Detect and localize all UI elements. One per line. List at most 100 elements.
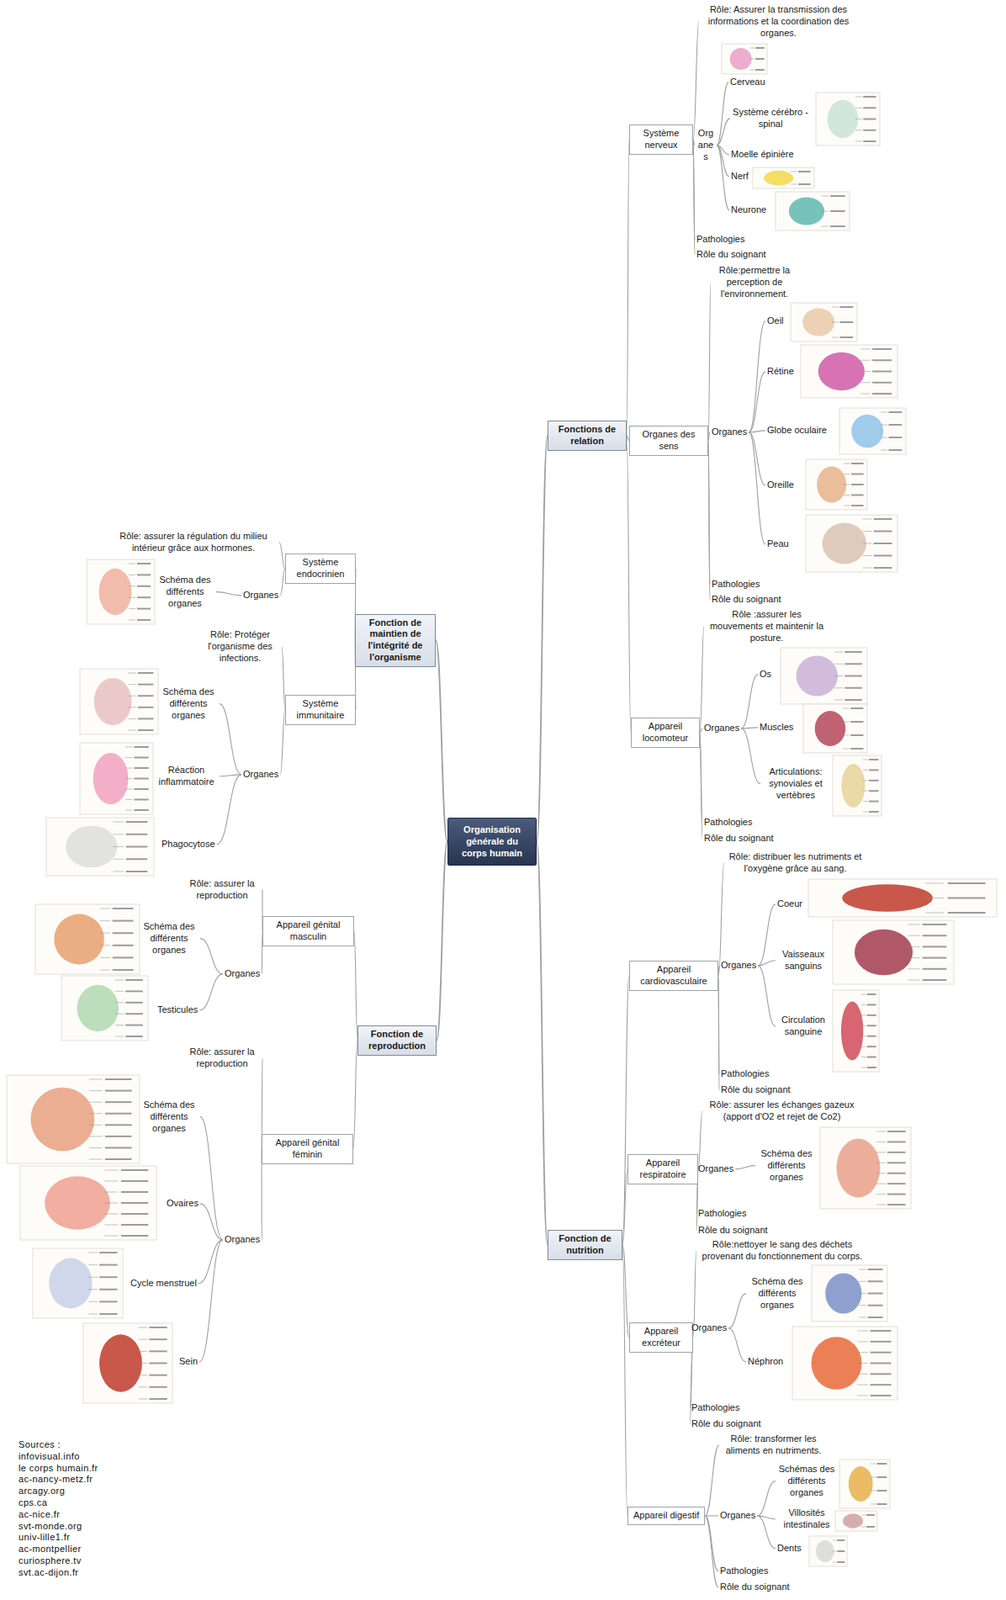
thumbnail-frame [83, 1323, 173, 1404]
leader-tick [857, 1373, 869, 1375]
thumbnail-caption-mark [137, 683, 154, 686]
leader-tick [863, 543, 873, 545]
illustration-thumbnail [20, 1165, 157, 1240]
topic-text: Schéma des différents organes [139, 921, 199, 956]
topic-text: Nerf [730, 170, 749, 183]
topic-text: Organes des sens [635, 428, 703, 453]
leader-tick [104, 1213, 118, 1215]
branch-line [435, 640, 448, 842]
thumbnail-caption-mark [868, 768, 879, 771]
thumbnail-caption-mark [922, 957, 948, 959]
topic-text: Peau [767, 538, 789, 551]
topic-label: Schéma des différents organes [157, 685, 220, 722]
thumbnail-caption-mark [137, 706, 154, 709]
thumbnail-caption-mark [868, 779, 879, 782]
leader-tick [863, 759, 869, 761]
topic-label: Pathologies [702, 815, 755, 830]
thumbnail-caption-mark [876, 1503, 887, 1505]
branch-line [704, 1515, 719, 1588]
thumbnail-caption-mark [947, 911, 986, 914]
thumbnail-caption-mark [839, 306, 853, 308]
branch-line [708, 282, 711, 441]
branch-line [716, 145, 730, 177]
leader-tick [100, 969, 111, 971]
leader-tick [790, 184, 797, 186]
thumbnail-caption-mark [868, 810, 879, 813]
topic-text: Organes [691, 1322, 727, 1335]
illustration-thumbnail [780, 647, 868, 705]
source-text: curiosphere.tv [18, 1555, 99, 1568]
topic-text: Pathologies [698, 1207, 747, 1220]
thumbnail-figure [815, 710, 846, 747]
thumbnail-caption-mark [870, 1383, 892, 1386]
thumbnail-figure [730, 47, 752, 70]
topic-label: Organes [719, 958, 758, 973]
leader-tick [790, 171, 797, 173]
thumbnail-caption-mark [112, 931, 134, 934]
thumbnail-caption-mark [851, 483, 864, 486]
leader-tick [861, 1035, 867, 1037]
thumbnail-caption-mark [137, 573, 151, 576]
leader-tick [907, 957, 920, 959]
sub-branch-box: Appareil digestif [627, 1506, 705, 1525]
topic-label: Sein [177, 1355, 200, 1369]
leader-tick [138, 1362, 149, 1364]
thumbnail-frame [809, 1535, 848, 1567]
leader-tick [104, 1191, 118, 1193]
thumbnail-caption-mark [99, 1264, 117, 1266]
leader-tick [858, 1304, 867, 1306]
leader-tick [112, 846, 124, 848]
thumbnail-caption-mark [112, 968, 134, 971]
illustration-thumbnail [820, 1127, 911, 1209]
illustration-thumbnail [79, 668, 159, 735]
topic-label: Rôle: Protéger l'organisme des infection… [198, 628, 282, 665]
topic-text: Pathologies [696, 233, 746, 246]
branch-line [704, 1515, 719, 1572]
leader-tick [100, 920, 111, 922]
leader-tick [831, 337, 839, 339]
sub-branch-box: Organes des sens [629, 425, 709, 456]
topic-label: Schéma des différents organes [137, 1098, 201, 1135]
leader-tick [855, 141, 863, 143]
branch-line [718, 975, 720, 1091]
topic-text: Articulations: synoviales et vertèbres [762, 766, 830, 801]
branch-line [741, 728, 761, 784]
source-text: ac-nice.fr [18, 1509, 99, 1521]
sub-branch-box: Appareil respiratoire [627, 1154, 699, 1185]
thumbnail-figure [796, 655, 838, 696]
branch-line [199, 974, 223, 1011]
thumbnail-frame [811, 1265, 888, 1322]
topic-label: Rôle du soignant [709, 593, 784, 607]
leader-tick [749, 47, 754, 49]
source-text: ac-nancy-metz.fr [18, 1473, 99, 1486]
thumbnail-caption-mark [844, 687, 863, 689]
branch-line [704, 1514, 719, 1516]
thumbnail-caption-mark [839, 321, 853, 323]
leader-tick [880, 412, 888, 413]
leader-tick [112, 871, 124, 873]
leader-tick [858, 1281, 867, 1282]
thumbnail-caption-mark [876, 1489, 887, 1492]
thumbnail-caption-mark [125, 979, 143, 981]
source-text: Sources : [18, 1439, 99, 1451]
leader-tick [128, 730, 137, 731]
thumbnail-frame [79, 742, 154, 815]
branch-line [716, 145, 730, 211]
leader-tick [876, 1151, 886, 1153]
topic-label: Phagocytose [159, 837, 218, 852]
thumbnail-frame [792, 1326, 898, 1400]
leader-tick [907, 968, 920, 969]
illustration-thumbnail [808, 878, 997, 917]
leader-tick [831, 322, 839, 323]
leader-tick [834, 651, 843, 653]
topic-label: Ovaires [164, 1196, 201, 1211]
topic-label: Organes [689, 1321, 729, 1335]
leader-tick [88, 1288, 98, 1290]
branch-line [748, 430, 766, 433]
topic-text: Schéma des différents organes [158, 686, 218, 721]
topic-label: Testicules [155, 1003, 200, 1017]
leader-tick [100, 944, 111, 946]
topic-text: Organes [711, 426, 747, 439]
leader-tick [907, 924, 920, 926]
leader-tick [870, 1477, 876, 1478]
